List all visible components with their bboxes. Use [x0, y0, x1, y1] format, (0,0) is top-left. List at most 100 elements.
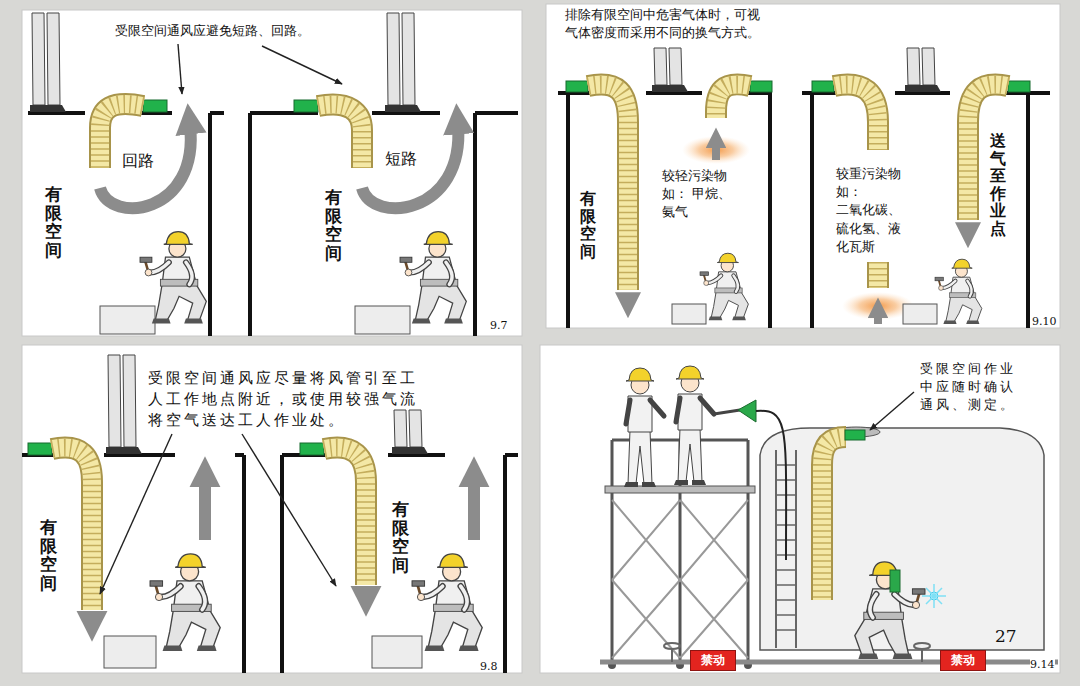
- standing-legs: [106, 355, 142, 454]
- worker-figure: [412, 554, 482, 651]
- panel-frame: [22, 345, 522, 673]
- airflow-arrow: [362, 125, 458, 208]
- space-label: 有限空间: [40, 518, 57, 593]
- block: [372, 636, 422, 668]
- vent-fan: [812, 81, 834, 92]
- ceiling-wall: [282, 455, 518, 673]
- standing-legs: [30, 13, 66, 112]
- ceiling-wall: [802, 93, 1050, 328]
- leader-line: [100, 434, 172, 594]
- gas-glow: [682, 136, 914, 320]
- leader-line: [242, 434, 336, 586]
- air-duct: [52, 84, 1008, 610]
- standing-legs: [30, 13, 941, 454]
- standing-legs: [652, 48, 688, 92]
- air-duct: [822, 437, 846, 600]
- vent-fan: [750, 81, 772, 92]
- air-duct: [318, 104, 362, 168]
- standing-legs: [905, 48, 941, 92]
- pipe-valve: [914, 643, 930, 649]
- block: [672, 304, 706, 324]
- vent-fan: [1008, 81, 1030, 92]
- tag-text: 禁动: [951, 653, 975, 667]
- gas-glow: [682, 136, 750, 164]
- worker-figure: [140, 232, 206, 324]
- figure-number: 9.14: [1030, 657, 1055, 672]
- airflow-arrow: [874, 312, 882, 324]
- pipe-valve: [600, 660, 1058, 665]
- air-duct: [318, 104, 362, 168]
- airflow-arrow: [86, 614, 98, 620]
- space-label: 有限空间: [580, 190, 596, 260]
- leader-line: [262, 46, 342, 84]
- vent-fan: [28, 81, 1030, 455]
- ceiling-wall: [22, 455, 244, 673]
- space-label: 有限空间: [392, 500, 409, 575]
- ceiling-wall: [558, 93, 772, 328]
- figure-number: 9.7: [490, 318, 508, 333]
- block: [355, 306, 410, 334]
- airflow-arrow: [963, 224, 973, 230]
- ceiling-wall: [28, 113, 224, 336]
- worker-figure: [400, 232, 466, 324]
- air-duct: [716, 84, 750, 118]
- figure-number: 9.8: [480, 659, 498, 674]
- gas-detector: [756, 411, 786, 560]
- standing-legs: [385, 13, 421, 112]
- worker-figure: [935, 259, 982, 324]
- vent-fan: [28, 443, 52, 455]
- flow-label: 回路: [122, 150, 154, 172]
- leader-line: [100, 44, 914, 594]
- scaffold: [612, 500, 748, 658]
- vent-fan: [143, 100, 167, 112]
- block: [104, 636, 156, 668]
- figure-number: 9.10: [1032, 314, 1057, 329]
- vent-fan: [845, 430, 865, 440]
- air-duct: [324, 448, 366, 585]
- ceiling-wall: [250, 113, 518, 336]
- air-duct: [716, 84, 750, 118]
- weld-spark: [922, 584, 946, 608]
- space-label: 有限空间: [45, 185, 62, 260]
- caption-note: 排除有限空间中危害气体时，可视气体密度而采用不同的换气方式。: [565, 6, 765, 42]
- air-duct: [52, 448, 92, 610]
- worker-figure: [890, 570, 900, 592]
- gas-detector: [714, 410, 740, 414]
- space-label: 有限空间: [325, 188, 342, 263]
- air-duct: [834, 85, 878, 151]
- block: [903, 304, 937, 324]
- ceiling-wall: [22, 93, 1050, 673]
- caption-note: 受限空间通风应避免短路、回路。: [115, 22, 310, 40]
- airflow-arrow: [468, 478, 480, 540]
- vent-fan: [294, 100, 318, 112]
- air-duct: [869, 262, 887, 288]
- pipe-valve: [600, 643, 1058, 662]
- airflow-arrow: [199, 478, 211, 540]
- airflow-arrow: [360, 589, 372, 595]
- flow-label: 短路: [385, 148, 417, 170]
- standing-legs: [392, 410, 428, 454]
- caption-note: 受限空间作业中应随时确认通风、测定。: [920, 360, 1020, 415]
- page-number: 27: [995, 625, 1017, 649]
- air-duct: [822, 437, 846, 600]
- air-duct: [318, 104, 362, 168]
- air-duct: [822, 437, 846, 600]
- gas-detector: [738, 400, 756, 422]
- block: [100, 306, 155, 334]
- tag-text: 禁动: [701, 653, 725, 667]
- airflow-arrow: [100, 125, 191, 208]
- vent-fan: [566, 81, 588, 92]
- panel-frame: [22, 4, 1060, 673]
- vent-fan: [300, 443, 324, 455]
- air-duct: [834, 85, 878, 151]
- worker-figure: [624, 368, 664, 487]
- weld-spark: [922, 584, 946, 608]
- scaffold: [605, 486, 755, 493]
- air-duct: [52, 448, 92, 610]
- worker-figure: [150, 554, 220, 651]
- worker-figure: [674, 366, 714, 485]
- warning-tag: 禁动: [940, 650, 986, 671]
- airflow-arrow: [712, 142, 720, 160]
